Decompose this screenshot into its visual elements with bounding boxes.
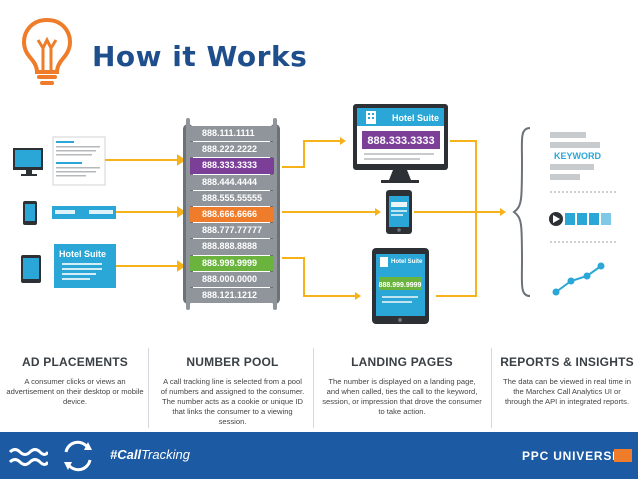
column-text: The number is displayed on a landing pag…	[322, 377, 482, 416]
wave-icon	[8, 448, 48, 466]
landing-phone	[386, 190, 412, 234]
tablet-hotel-name: Hotel Suite	[391, 259, 423, 265]
brand-tag	[614, 449, 632, 462]
desktop-ad-device	[13, 148, 43, 176]
sync-arrows-icon	[64, 440, 92, 472]
pool-number-row: 888.555.55555	[190, 190, 274, 206]
pool-number-row: 888.111.1111	[190, 126, 274, 142]
column-text: A call tracking line is selected from a …	[160, 377, 305, 426]
pool-number-row: 888.999.9999	[190, 255, 274, 271]
column-landing-pages: LANDING PAGES The number is displayed on…	[322, 355, 482, 417]
column-number-pool: NUMBER POOL A call tracking line is sele…	[160, 355, 305, 427]
tablet-ad-hotel-name: Hotel Suite	[59, 249, 106, 259]
call-tracking-diagram: Hotel Suite	[13, 104, 618, 324]
trend-chart	[552, 262, 605, 296]
session-playback	[549, 212, 611, 226]
column-title: REPORTS & INSIGHTS	[500, 355, 634, 369]
column-title: NUMBER POOL	[186, 355, 279, 369]
column-ad-placements: AD PLACEMENTS A consumer clicks or views…	[6, 355, 144, 407]
landing-hotel-name: Hotel Suite	[392, 113, 439, 123]
keyword-label: KEYWORD	[554, 151, 602, 161]
tablet-ad-device	[21, 255, 41, 283]
footer-bar	[0, 432, 638, 479]
column-reports-insights: REPORTS & INSIGHTS The data can be viewe…	[500, 355, 634, 407]
column-title: AD PLACEMENTS	[22, 355, 128, 369]
keyword-report: KEYWORD	[550, 132, 602, 180]
page-title: How it Works	[92, 40, 308, 73]
column-text: A consumer clicks or views an advertisem…	[6, 377, 144, 406]
hashtag-label: #CallTracking	[110, 447, 190, 462]
pool-number-row: 888.444.4444	[190, 174, 274, 190]
mobile-ad-device	[23, 201, 37, 225]
landing-desktop-monitor: Hotel Suite 888.333.3333	[353, 104, 448, 183]
pool-number-row: 888.888.8888	[190, 239, 274, 255]
column-text: The data can be viewed in real time in t…	[503, 377, 631, 406]
column-divider	[313, 348, 314, 428]
hotel-building-icon	[366, 111, 376, 124]
pool-number-row: 888.000.0000	[190, 271, 274, 287]
play-icon	[553, 215, 560, 223]
landing-tablet: Hotel Suite 888.999.9999	[372, 248, 429, 324]
desktop-ad-card	[52, 136, 106, 186]
pool-number-row: 888.222.2222	[190, 142, 274, 158]
mobile-ad-banner	[52, 206, 116, 219]
pool-number-row: 888.121.1212	[190, 287, 274, 304]
landing-desktop-number: 888.333.3333	[367, 135, 434, 147]
column-divider	[148, 348, 149, 428]
pool-number-row: 888.666.6666	[190, 206, 274, 223]
landing-tablet-number: 888.999.9999	[379, 282, 422, 289]
pool-number-row: 888.777.77777	[190, 223, 274, 239]
column-title: LANDING PAGES	[351, 355, 453, 369]
tablet-ad-banner: Hotel Suite	[54, 244, 116, 288]
lightbulb-icon	[21, 17, 73, 85]
brand-logo: PPC UNIVERSITY	[522, 449, 634, 463]
pool-number-row: 888.333.3333	[190, 158, 274, 174]
column-divider	[491, 348, 492, 428]
